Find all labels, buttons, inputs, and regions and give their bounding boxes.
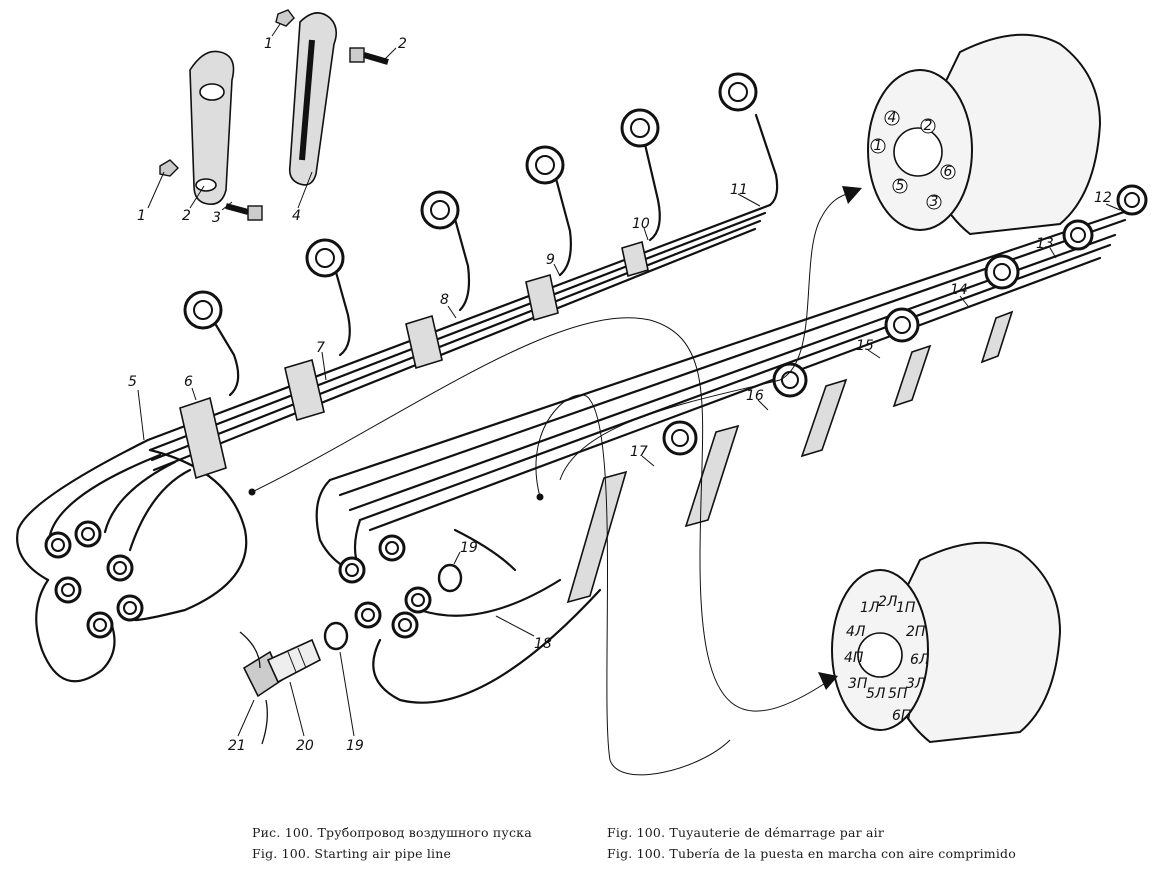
callout-19-upper: 19 xyxy=(460,540,478,556)
lower-port-label: 3Л xyxy=(906,676,926,692)
callout-17: 17 xyxy=(630,444,648,460)
nut-part-1-left xyxy=(159,159,179,177)
lower-port-label: 4П xyxy=(844,650,864,666)
clamp-strap-part-4 xyxy=(288,12,338,186)
upper-port-label: 5 xyxy=(896,178,905,194)
callout-leaders xyxy=(137,23,1121,737)
caption-french: Fig. 100. Tuyauterie de démarrage par ai… xyxy=(607,825,885,840)
lower-port-label: 1П xyxy=(896,600,916,616)
callout-6: 6 xyxy=(184,374,193,390)
callout-16: 16 xyxy=(746,388,764,404)
upper-port-label: 2 xyxy=(924,118,933,134)
upper-port-label: 6 xyxy=(944,164,953,180)
callout-14: 14 xyxy=(950,282,968,298)
lower-pipe-ring-fittings xyxy=(338,184,1148,639)
lower-distributor-port-labels: 1Л 2Л 1П 4Л 2П 4П 6Л 3П 5Л 5П 3Л 6П xyxy=(844,594,930,724)
upper-port-label: 1 xyxy=(874,138,883,154)
lower-port-label: 5П xyxy=(888,686,908,702)
upper-pipe-ring-fittings xyxy=(44,72,758,639)
lower-pipe-clamps xyxy=(566,310,1014,604)
callout-11: 11 xyxy=(730,182,748,198)
lower-port-label: 6П xyxy=(892,708,912,724)
caption-right: Fig. 100. Tuyauterie de démarrage par ai… xyxy=(607,822,1016,864)
connection-arrows xyxy=(248,186,862,776)
callout-numbers: 1 1 2 2 3 4 5 6 7 8 9 10 11 12 13 14 15 … xyxy=(128,36,1112,754)
lower-port-label: 1Л xyxy=(860,600,880,616)
callout-1-left: 1 xyxy=(137,208,146,224)
callout-21: 21 xyxy=(228,738,246,754)
callout-10: 10 xyxy=(632,216,650,232)
caption-russian: Рис. 100. Трубопровод воздушного пуска xyxy=(252,825,532,840)
upper-distributor-port-labels: 4 2 1 6 5 3 xyxy=(870,110,956,210)
starting-air-pipe-diagram: 4 2 1 6 5 3 1Л 2Л 1П 4Л 2П 4П 6Л 3П 5Л 5… xyxy=(16,9,1148,776)
callout-12: 12 xyxy=(1094,190,1112,206)
callout-19-lower: 19 xyxy=(346,738,364,754)
caption-left: Рис. 100. Трубопровод воздушного пуска F… xyxy=(252,822,532,864)
upper-pipe-clamps xyxy=(179,240,649,480)
callout-13: 13 xyxy=(1036,236,1054,252)
callout-9: 9 xyxy=(546,252,555,268)
callout-4: 4 xyxy=(292,208,301,224)
lower-port-label: 4Л xyxy=(846,624,866,640)
air-distributor-lower: 1Л 2Л 1П 4Л 2П 4П 6Л 3П 5Л 5П 3Л 6П xyxy=(831,541,1062,744)
upper-port-label: 3 xyxy=(930,194,939,210)
callout-8: 8 xyxy=(440,292,449,308)
lower-port-label: 5Л xyxy=(866,686,886,702)
caption-spanish: Fig. 100. Tubería de la puesta en marcha… xyxy=(607,846,1016,861)
pipe-stub-part-21 xyxy=(239,631,268,745)
sealing-ring-part-19-upper xyxy=(437,563,463,593)
callout-2-left: 2 xyxy=(182,208,191,224)
callout-3: 3 xyxy=(212,210,221,226)
lower-port-label: 3П xyxy=(848,676,868,692)
callout-2-right: 2 xyxy=(398,36,407,52)
lower-port-label: 2Л xyxy=(878,594,898,610)
bolt-part-2-right xyxy=(349,47,389,65)
caption-english: Fig. 100. Starting air pipe line xyxy=(252,846,452,861)
callout-18: 18 xyxy=(534,636,552,652)
callout-5: 5 xyxy=(128,374,137,390)
air-distributor-upper: 4 2 1 6 5 3 xyxy=(867,33,1102,236)
union-bolt-part-20 xyxy=(242,638,322,698)
bolt-part-3 xyxy=(225,203,263,221)
lower-port-label: 2П xyxy=(906,624,926,640)
sealing-ring-part-19-lower xyxy=(323,621,349,651)
callout-20: 20 xyxy=(296,738,314,754)
callout-15: 15 xyxy=(856,338,874,354)
nut-part-1-top xyxy=(275,9,295,27)
upper-pipe-bundle xyxy=(16,113,779,683)
lower-port-label: 6Л xyxy=(910,652,930,668)
clamp-assembly-part-2 xyxy=(189,50,235,206)
upper-port-label: 4 xyxy=(888,110,897,126)
callout-1-top: 1 xyxy=(264,36,273,52)
callout-7: 7 xyxy=(316,340,325,356)
